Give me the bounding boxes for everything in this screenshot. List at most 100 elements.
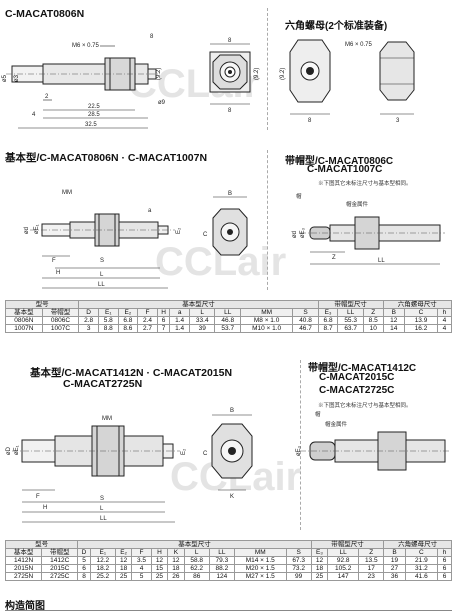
col-header: L (183, 548, 210, 557)
th-basic: 基本型尺寸 (78, 300, 319, 309)
col-header: L (188, 308, 216, 317)
table-cell: 25.2 (89, 572, 116, 581)
s3-h: H (43, 505, 47, 511)
table-cell: 26 (167, 572, 185, 581)
table-cell: 1007N (5, 324, 43, 333)
table-cell: 31.2 (404, 564, 439, 573)
table-cell: 88.2 (208, 564, 235, 573)
table-cell: M20 × 1.5 (233, 564, 287, 573)
dim-l4: 4 (32, 112, 36, 118)
label-a: a (148, 208, 152, 214)
section3-title-2: C-MACAT2725N (63, 378, 143, 390)
th2-nut: 六角螺母尺寸 (383, 540, 452, 549)
table-cell: 2725C (41, 572, 79, 581)
thread-label: M6 × 0.75 (72, 43, 100, 49)
table-cell: 3 (78, 324, 99, 333)
col-header: E₂ (117, 308, 139, 317)
table-cell: 12 (310, 556, 329, 565)
table-cell: 0806C (41, 316, 80, 325)
col-header: 基本型 (4, 548, 43, 557)
label-l: L (100, 272, 104, 278)
table-cell: 36 (383, 572, 406, 581)
cap-title: 带帽型/C-MACAT0806C (285, 156, 394, 167)
table-cell: 2.7 (137, 324, 158, 333)
table-cell: 10 (362, 324, 384, 333)
col-header: E₃ (310, 548, 329, 557)
table-cell: 18.2 (89, 564, 116, 573)
table-cell: 92.8 (327, 556, 360, 565)
label-e2: E₂ (176, 227, 182, 234)
cap3-note: ※下图其它未标注尺寸与基本型相同。 (318, 403, 412, 409)
table-cell: 21.9 (404, 556, 439, 565)
cap-ll: LL (378, 258, 385, 264)
col-header: B (382, 308, 406, 317)
table-cell: 18 (114, 564, 133, 573)
table-cell: 27 (383, 564, 406, 573)
table-cell: 5 (131, 572, 152, 581)
table-cell: 13.5 (358, 556, 385, 565)
label-h: H (56, 270, 60, 276)
nut-title: 六角螺母(2个标准装备) (285, 21, 388, 32)
table-cell: 18 (310, 564, 329, 573)
cap-d: ød (292, 231, 298, 238)
col-header: K (167, 548, 185, 557)
table-cell: 25 (310, 572, 329, 581)
dim-w8: 8 (150, 34, 154, 40)
table-cell: 46.7 (292, 324, 319, 333)
col-header: F (137, 308, 158, 317)
th-cap: 带帽型尺寸 (317, 300, 384, 309)
end-d8-2: (9.2) (254, 68, 260, 80)
col-header: LL (327, 548, 360, 557)
table-cell: 7 (156, 324, 171, 333)
table-cell: 15 (150, 564, 169, 573)
cap-e3: øE₃ (300, 227, 306, 238)
table-cell: 63.7 (337, 324, 364, 333)
label-f: F (52, 258, 56, 264)
dim-l325: 32.5 (85, 122, 97, 128)
table-cell: 12 (382, 316, 406, 325)
col-header: Z (362, 308, 384, 317)
table-cell: 1.4 (169, 316, 190, 325)
s3-k: K (230, 494, 234, 500)
dim-d5: ø5 (2, 74, 8, 82)
cap-title-2: C-MACAT1007C (307, 164, 383, 175)
table-cell: 16.2 (404, 324, 438, 333)
table-cell: 58.8 (183, 556, 210, 565)
col-header: S (285, 548, 312, 557)
table-cell: 8.6 (117, 324, 139, 333)
absorber-side-view-1: M6 × 0.75 8 ø5 ø3 (9.2) ø9 2 22.5 4 28.5… (2, 34, 166, 129)
cap-note: ※下图其它未标注尺寸与基本型相同。 (318, 181, 412, 187)
end-w8: 8 (228, 38, 232, 44)
label-s: S (100, 258, 104, 264)
col-header: LL (214, 308, 241, 317)
table-cell: 40.8 (292, 316, 319, 325)
nut-d8-2: (9.2) (280, 68, 286, 80)
cap-type-view-3: øE₃ (296, 431, 450, 471)
dim-l2: 2 (45, 94, 49, 100)
th2-model: 型号 (4, 540, 79, 549)
table-cell: 8 (77, 572, 91, 581)
col-header: D (77, 548, 91, 557)
label-d: ød (24, 227, 30, 234)
s3-mm: MM (102, 416, 112, 422)
col-header: 基本型 (5, 308, 43, 317)
col-header: E₂ (114, 548, 133, 557)
table-cell: 62.2 (183, 564, 210, 573)
label-c: C (203, 232, 208, 238)
col-header: 带帽型 (41, 548, 79, 557)
table-cell: 33.4 (188, 316, 216, 325)
table-cell: 1412C (41, 556, 79, 565)
table-cell: 8.7 (317, 324, 339, 333)
col-header: LL (208, 548, 235, 557)
table-cell: 6 (437, 572, 452, 581)
dim-l225: 22.5 (88, 104, 100, 110)
col-header: S (292, 308, 319, 317)
table-cell: M8 × 1.0 (239, 316, 294, 325)
table-cell: 2.8 (78, 316, 99, 325)
cap3-title: 带帽型/C-MACAT1412C (308, 363, 417, 374)
cap3-label-metal: 帽金属件 (325, 422, 348, 428)
cap3-title-2: C-MACAT2015C (319, 372, 395, 383)
table-cell: 6.8 (317, 316, 339, 325)
